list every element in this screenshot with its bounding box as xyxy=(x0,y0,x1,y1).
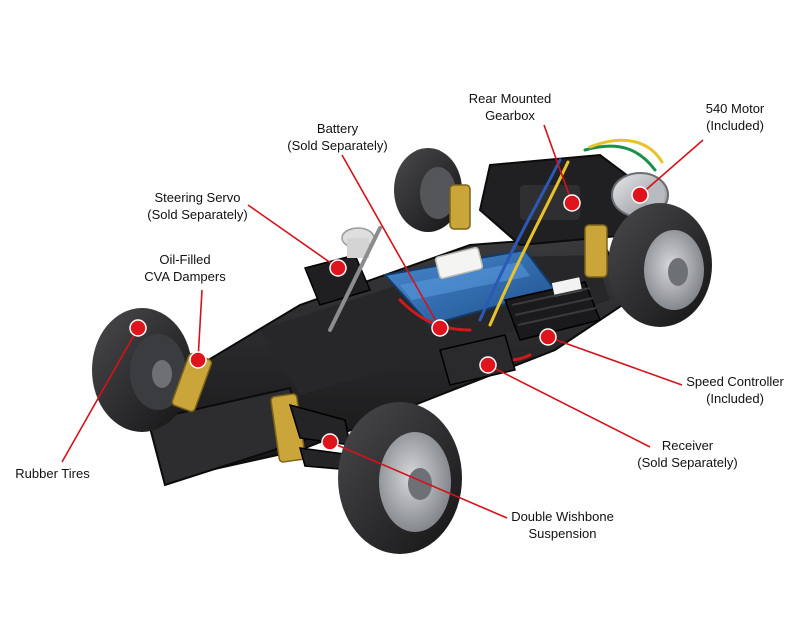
wiring xyxy=(398,138,664,362)
leader-rear-gearbox xyxy=(543,124,573,204)
leader-steering-servo xyxy=(247,204,339,269)
label-battery: Battery (Sold Separately) xyxy=(287,121,388,153)
leader-tires xyxy=(61,327,139,463)
battery-connector xyxy=(434,246,484,280)
dot-steering-servo xyxy=(329,259,347,277)
label-dampers: Oil-Filled CVA Dampers xyxy=(144,252,226,284)
dot-receiver xyxy=(479,356,497,374)
dot-motor xyxy=(631,186,649,204)
rear-right-wheel xyxy=(608,203,712,327)
dot-dampers xyxy=(189,351,207,369)
front-bumper xyxy=(146,386,307,487)
label-rear-gearbox: Rear Mounted Gearbox xyxy=(468,91,552,123)
leader-speed-controller xyxy=(547,336,683,386)
front-right-wheel xyxy=(338,402,462,554)
leader-suspension xyxy=(329,441,508,519)
rear-damper-left xyxy=(449,184,471,230)
label-speed-controller: Speed Controller (Included) xyxy=(686,374,784,406)
label-suspension: Double Wishbone Suspension xyxy=(511,509,614,541)
label-receiver: Receiver (Sold Separately) xyxy=(637,438,738,470)
leader-lines xyxy=(61,124,704,519)
callout-dots xyxy=(129,186,649,451)
dot-rear-gearbox xyxy=(563,194,581,212)
label-steering-servo: Steering Servo (Sold Separately) xyxy=(147,190,248,222)
steering-servo xyxy=(303,226,382,332)
receiver xyxy=(439,334,516,386)
dot-battery xyxy=(431,319,449,337)
leader-battery xyxy=(341,154,441,329)
dot-speed-controller xyxy=(539,328,557,346)
label-tires: Rubber Tires xyxy=(15,466,90,481)
dot-suspension xyxy=(321,433,339,451)
leader-dampers xyxy=(197,289,203,361)
front-left-wheel xyxy=(92,308,192,432)
leader-receiver xyxy=(487,364,651,448)
leader-motor xyxy=(639,139,704,196)
dot-tires xyxy=(129,319,147,337)
rear-damper-right xyxy=(584,224,608,278)
speed-controller xyxy=(503,277,602,341)
label-motor: 540 Motor (Included) xyxy=(705,101,765,133)
rear-left-wheel xyxy=(394,148,462,232)
